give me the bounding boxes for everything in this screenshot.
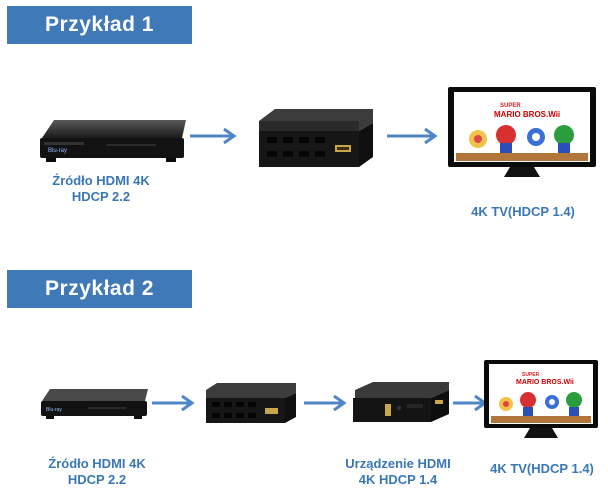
hdmi-converter-box-icon (206, 383, 296, 423)
caption-line: HDCP 2.2 (71, 189, 131, 204)
example-2-tv-caption: 4K TV(HDCP 1.4) (490, 461, 594, 476)
caption-line: HDCP 2.2 (67, 472, 127, 487)
television-icon: SUPER MARIO BROS.Wii (448, 87, 596, 177)
example-2-device-caption: Urządzenie HDMI 4K HDCP 1.4 (318, 456, 478, 488)
right-arrow-icon (387, 127, 438, 145)
right-arrow-icon (152, 394, 195, 412)
svg-text:Blu-ray: Blu-ray (48, 148, 67, 154)
example-2-source-caption: Źródło HDMI 4K HDCP 2.2 (12, 456, 182, 488)
example-1-tv-caption: 4K TV(HDCP 1.4) (471, 204, 575, 219)
tv-brand-small: SUPER (500, 103, 521, 109)
example-1-source-caption: Źródło HDMI 4K HDCP 2.2 (16, 173, 186, 205)
example-1-label: Przykład 1 (7, 6, 192, 44)
hdmi-converter-box-icon (259, 109, 373, 167)
right-arrow-icon (304, 394, 347, 412)
television-icon: SUPER MARIO BROS.Wii (484, 360, 598, 438)
caption-line: Urządzenie HDMI (345, 456, 451, 471)
svg-text:Blu-ray: Blu-ray (46, 407, 62, 413)
right-arrow-icon (190, 127, 237, 145)
example-2-label: Przykład 2 (7, 270, 192, 308)
tv-game-title: MARIO BROS.Wii (516, 379, 574, 386)
caption-line: Źródło HDMI 4K (52, 173, 150, 188)
hdmi-device-icon (353, 382, 449, 422)
tv-brand-small: SUPER (522, 372, 540, 378)
caption-line: Źródło HDMI 4K (48, 456, 146, 471)
caption-line: 4K HDCP 1.4 (358, 472, 438, 487)
blu-ray-player-icon: Blu-ray (40, 120, 186, 162)
blu-ray-player-icon: Blu-ray (41, 389, 148, 419)
tv-game-title: MARIO BROS.Wii (494, 110, 560, 119)
